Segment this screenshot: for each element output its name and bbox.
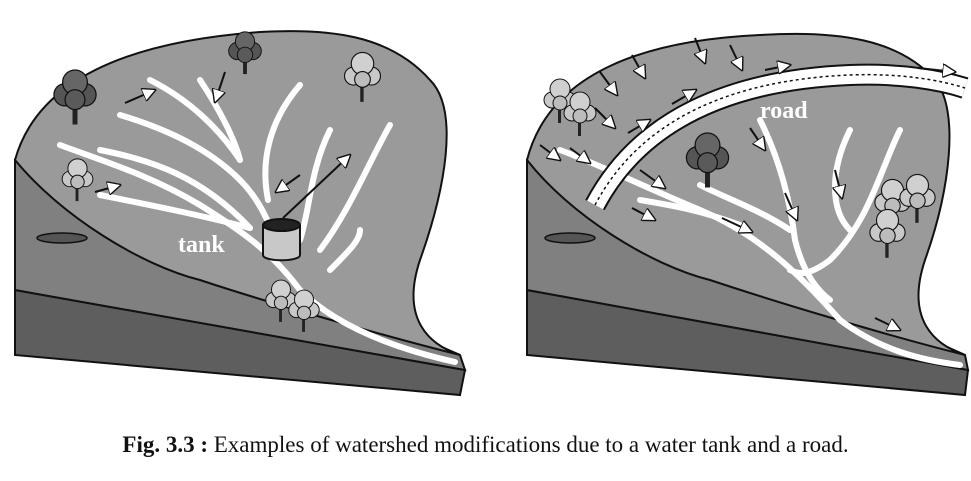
left-surface (13, 30, 461, 356)
road (585, 63, 969, 211)
left-streams (57, 77, 458, 365)
figure-caption: Fig. 3.3 : Examples of watershed modific… (0, 432, 971, 458)
left-panel-watershed: tank (13, 30, 467, 397)
right-surface (525, 32, 966, 356)
tank-label: tank (178, 232, 225, 258)
caption-text: Examples of watershed modifications due … (213, 432, 849, 457)
road-label: road (760, 98, 808, 124)
right-streams (557, 117, 963, 368)
right-hole-mark (544, 232, 596, 244)
right-panel-watershed: road (525, 32, 970, 397)
water-tank (262, 218, 301, 262)
right-flow-arrows (539, 37, 955, 330)
left-flow-arrows (94, 71, 350, 219)
left-hole-mark (36, 232, 88, 244)
caption-number: Fig. 3.3 : (122, 432, 208, 457)
watershed-figure: tank (13, 30, 970, 397)
